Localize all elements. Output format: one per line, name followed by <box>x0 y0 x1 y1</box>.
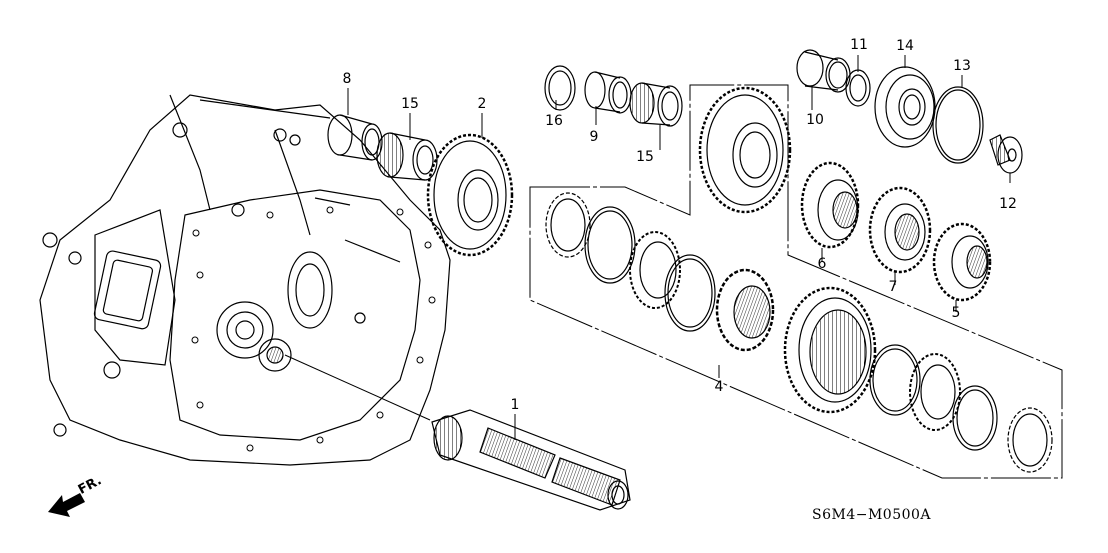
counter-gear <box>700 88 790 212</box>
callout-4: 4 <box>714 379 724 395</box>
bolt-12 <box>990 135 1022 173</box>
ball-bearing-14 <box>875 67 935 147</box>
diagram-code: S6M4−M0500A <box>812 507 932 523</box>
ring-16 <box>545 66 575 110</box>
callout-14: 14 <box>896 38 914 54</box>
front-arrow-icon <box>48 493 85 517</box>
gear-2 <box>428 135 512 255</box>
callout-10: 10 <box>806 112 824 128</box>
needle-bearing-15-right <box>630 83 682 126</box>
callout-5: 5 <box>951 305 961 321</box>
gear-7 <box>870 188 930 272</box>
collar-9 <box>585 72 631 113</box>
callout-16: 16 <box>545 113 563 129</box>
callout-12: 12 <box>999 196 1017 212</box>
callout-15-right: 15 <box>636 149 654 165</box>
washer-11 <box>846 70 870 106</box>
callout-1: 1 <box>510 397 520 413</box>
transmission-housing <box>40 95 450 465</box>
needle-bearing-15-left <box>377 133 437 180</box>
callout-8: 8 <box>342 71 352 87</box>
synchro-set <box>546 193 1052 472</box>
gear-6 <box>802 163 858 247</box>
mainshaft <box>432 410 630 510</box>
gear-5 <box>934 224 990 300</box>
collar-10 <box>797 50 850 92</box>
callout-15-left: 15 <box>401 96 419 112</box>
callout-6: 6 <box>817 256 827 272</box>
callout-13: 13 <box>953 58 971 74</box>
callout-11: 11 <box>850 37 868 53</box>
collar-8 <box>328 115 382 160</box>
callout-9: 9 <box>589 129 599 145</box>
snap-ring-13 <box>933 87 983 163</box>
callout-7: 7 <box>888 279 898 295</box>
callout-2: 2 <box>477 96 487 112</box>
housing-leader-line <box>285 355 430 420</box>
leader-lines <box>348 55 1010 440</box>
synchro-bracket <box>530 85 1062 478</box>
